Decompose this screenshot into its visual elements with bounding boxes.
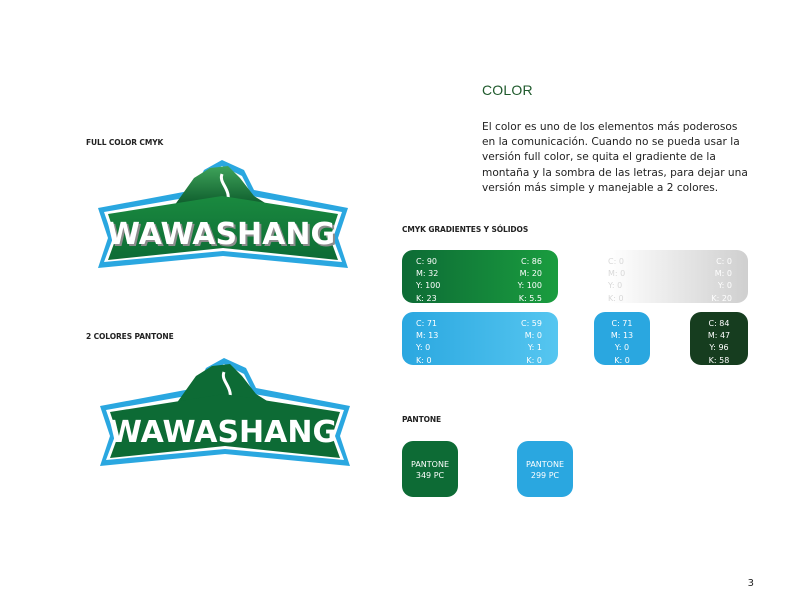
swatch-dark-green-solid: C: 84 M: 47 Y: 96 K: 58 [690, 312, 748, 365]
swatch-gray-gradient: C: 0 M: 0 Y: 0 K: 0 C: 0 M: 0 Y: 0 K: 20 [594, 250, 748, 303]
swatch-value: Y: 0 [717, 281, 732, 291]
label-gradients: CMYK GRADIENTES Y SÓLIDOS [402, 225, 529, 234]
swatch-value: M: 0 [524, 331, 542, 341]
swatch-value: Y: 100 [416, 281, 441, 291]
swatch-value: M: 0 [714, 269, 732, 279]
intro-paragraph: El color es uno de los elementos más pod… [482, 121, 748, 194]
label-full-color: FULL COLOR CMYK [86, 138, 164, 147]
swatch-value: C: 84 [708, 319, 730, 328]
swatch-blue-gradient: C: 71 M: 13 Y: 0 K: 0 C: 59 M: 0 Y: 1 K:… [402, 312, 558, 365]
swatch-value: M: 0 [608, 269, 626, 279]
page-number: 3 [747, 578, 754, 589]
swatch-value: C: 86 [520, 257, 542, 266]
logo-full-color: WAWASHANG WAWASHANG [98, 160, 348, 268]
pantone-code: 349 PC [415, 471, 445, 480]
swatch-value: K: 0 [608, 293, 624, 303]
swatch-value: M: 13 [416, 331, 439, 341]
swatch-value: Y: 96 [709, 343, 729, 353]
section-title: COLOR [482, 82, 533, 98]
swatch-value: C: 71 [416, 319, 438, 328]
swatch-value: K: 20 [711, 293, 732, 303]
swatch-value: K: 0 [416, 355, 432, 365]
swatch-value: Y: 0 [416, 343, 431, 353]
swatch-value: Y: 100 [517, 281, 542, 291]
swatch-value: C: 90 [416, 257, 438, 266]
swatch-value: K: 23 [416, 293, 437, 303]
swatch-value: M: 20 [519, 269, 542, 279]
pantone-label: PANTONE [411, 460, 449, 469]
label-pantone: PANTONE [402, 415, 442, 424]
swatch-green-gradient: C: 90 M: 32 Y: 100 K: 23 C: 86 M: 20 Y: … [402, 250, 558, 303]
pantone-code: 299 PC [530, 471, 560, 480]
swatch-value: K: 0 [526, 355, 542, 365]
swatch-value: C: 71 [611, 319, 633, 328]
swatch-value: K: 5.5 [518, 293, 542, 303]
swatch-value: M: 47 [707, 331, 731, 341]
swatch-value: K: 58 [708, 355, 730, 365]
swatch-blue-solid: C: 71 M: 13 Y: 0 K: 0 [594, 312, 650, 365]
logo-two-colors: WAWASHANG [100, 358, 350, 466]
pantone-chip-299: PANTONE 299 PC [517, 441, 573, 497]
swatch-value: C: 0 [716, 257, 732, 266]
logo-wordmark: WAWASHANG [107, 217, 335, 252]
pantone-label: PANTONE [526, 460, 564, 469]
logo-shadow: WAWASHANG [109, 219, 337, 254]
swatch-value: C: 0 [608, 257, 624, 266]
logo-wordmark-flat: WAWASHANG [109, 415, 337, 450]
swatch-value: Y: 1 [527, 343, 542, 353]
swatch-value: Y: 0 [614, 343, 630, 353]
label-two-colors: 2 COLORES PANTONE [86, 332, 174, 341]
swatch-value: M: 13 [610, 331, 634, 341]
pantone-chip-349: PANTONE 349 PC [402, 441, 458, 497]
swatch-value: M: 32 [416, 269, 439, 279]
swatch-value: K: 0 [614, 355, 630, 365]
swatch-value: C: 59 [520, 319, 542, 328]
swatch-value: Y: 0 [608, 281, 623, 291]
